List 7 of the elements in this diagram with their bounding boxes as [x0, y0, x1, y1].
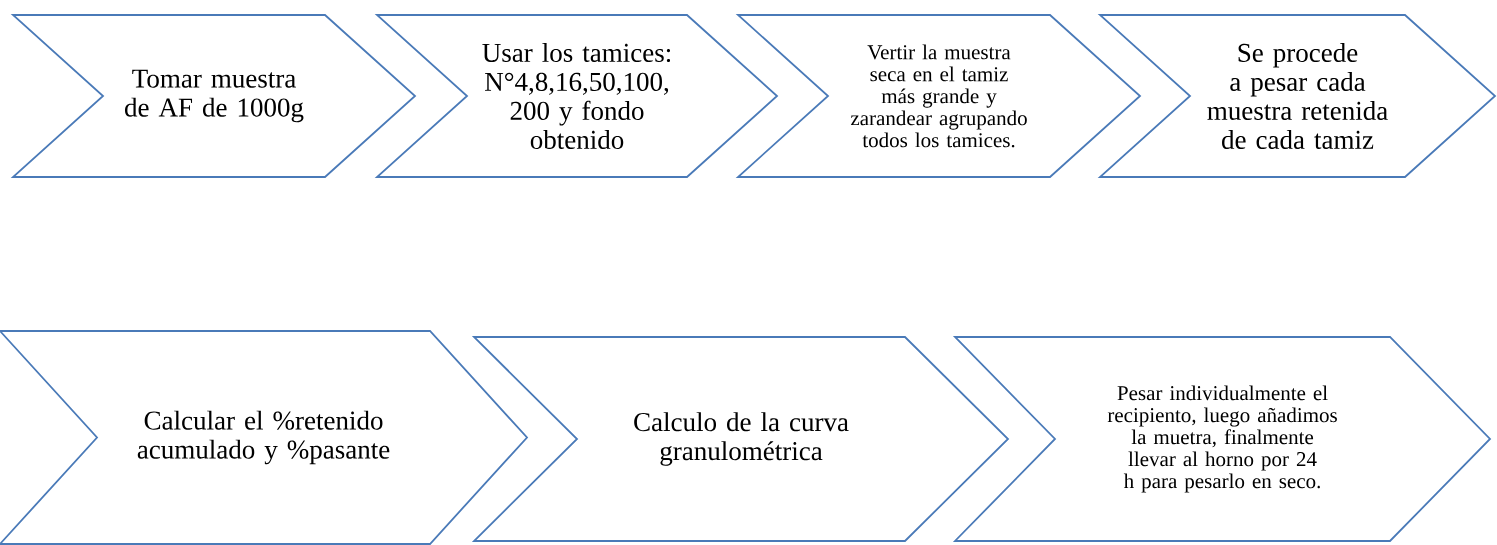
- chevron-step: Calcular el %retenido acumulado y %pasante: [0, 330, 529, 545]
- chevron-step: Se procede a pesar cada muestra retenida de cada tamiz: [1097, 14, 1497, 178]
- chevron-step: Vertir la muestra seca en el tamiz más grande y zarandear agrupando todos los tamices.: [735, 14, 1142, 178]
- chevron-step: Calculo de la curva granulométrica: [471, 336, 1010, 542]
- chevron-step: Tomar muestra de AF de 1000g: [10, 14, 417, 178]
- chevron-step: Pesar individualmente el recipiento, luego añadimos la muetra, finalmente llevar al horno por 24 h para pesarlo en seco.: [952, 336, 1492, 542]
- chevron-step: Usar los tamices: N°4,8,16,50,100, 200 y fondo obtenido: [374, 14, 779, 178]
